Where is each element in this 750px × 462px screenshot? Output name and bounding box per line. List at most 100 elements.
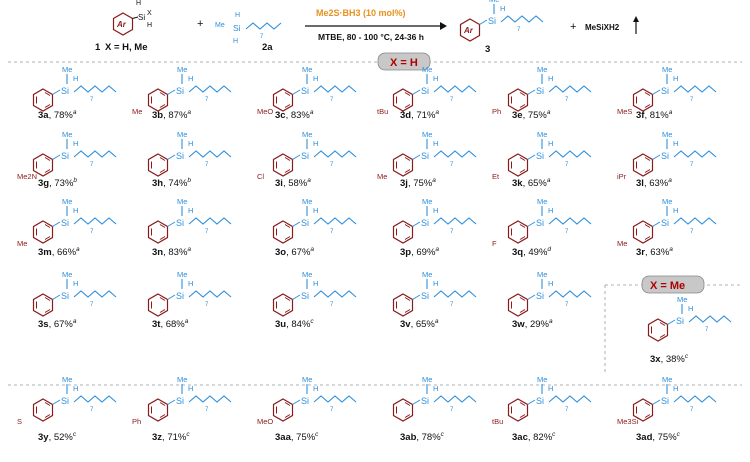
substituent-label: S	[17, 417, 22, 426]
silyl-octyl-chain	[60, 269, 117, 309]
section-header-x-h: X = H	[8, 52, 742, 71]
compound-label-3l: 3l, 63%a	[636, 177, 672, 189]
compound-3ac: tBu	[492, 374, 592, 426]
compound-label-3p: 3p, 69%a	[400, 246, 439, 258]
compound-3t	[147, 269, 232, 317]
aryl-ring-icon	[507, 293, 529, 317]
compound-3f: MeS	[617, 64, 717, 116]
aryl-ring-icon	[392, 220, 414, 244]
compound-label-3ad: 3ad, 75%c	[636, 431, 681, 443]
substituent-label: Me	[132, 107, 142, 116]
compound-3s	[32, 269, 117, 317]
compound-3d: tBu	[377, 64, 477, 116]
svg-text:H: H	[235, 12, 240, 19]
substituent-label: tBu	[377, 107, 388, 116]
silyl-octyl-chain	[660, 374, 717, 414]
compound-3c: MeO	[257, 64, 357, 116]
silyl-octyl-chain	[535, 269, 592, 309]
compound-3z: Ph	[132, 374, 232, 426]
silyl-octyl-chain	[300, 196, 357, 236]
section-x-h-label: X = H	[390, 57, 418, 69]
byproduct-text: MeSiXH2	[585, 23, 620, 32]
aryl-ring-icon	[32, 293, 54, 317]
compound-3g: Me2N	[17, 129, 117, 181]
substituent-label: Me	[377, 172, 387, 181]
svg-text:X: X	[147, 10, 152, 17]
compound-label-3w: 3w, 29%a	[512, 318, 553, 330]
reaction-scheme: Ar Si H X H 1 X = H, Me + Si H Me H 7 2a…	[95, 0, 639, 55]
compound-label-3y: 3y, 52%c	[38, 431, 77, 443]
aryl-ring-icon	[32, 220, 54, 244]
compound-3x	[647, 294, 732, 342]
silyl-octyl-chain	[175, 374, 232, 414]
compound-3w	[507, 269, 592, 317]
substituent-label: MeO	[257, 417, 273, 426]
product-3-label: 3	[485, 44, 490, 55]
aryl-ring-icon	[32, 88, 54, 112]
plus-sign-2: +	[570, 21, 576, 33]
reactant-2a-structure: Si H Me H 7	[215, 12, 282, 45]
compound-label-3s: 3s, 67%a	[38, 318, 77, 330]
svg-text:Si: Si	[138, 13, 145, 22]
compound-label-3a: 3a, 78%a	[38, 109, 77, 121]
aryl-ring-icon	[272, 293, 294, 317]
compound-3m: Me	[17, 196, 117, 248]
silyl-octyl-chain	[675, 294, 732, 334]
aryl-ring-icon	[507, 220, 529, 244]
substituent-label: Me3Si	[617, 417, 639, 426]
silyl-octyl-chain	[175, 269, 232, 309]
compound-3h	[147, 129, 232, 177]
substituent-label: F	[492, 239, 497, 248]
silyl-octyl-chain	[660, 196, 717, 236]
compound-label-3r: 3r, 63%a	[636, 246, 673, 258]
compound-label-3k: 3k, 65%a	[512, 177, 551, 189]
aryl-ring-icon	[632, 153, 654, 177]
silyl-octyl-chain	[535, 374, 592, 414]
substituent-label: Ph	[492, 107, 501, 116]
aryl-ring-icon	[392, 293, 414, 317]
aryl-ring-icon	[507, 153, 529, 177]
compound-label-3u: 3u, 84%c	[275, 318, 314, 330]
aryl-ring-icon	[632, 88, 654, 112]
silyl-octyl-chain	[535, 196, 592, 236]
compound-label-3h: 3h, 74%b	[152, 177, 191, 189]
substituent-label: MeO	[257, 107, 273, 116]
conditions-text: MTBE, 80 - 100 °C, 24-36 h	[318, 32, 424, 42]
reactant-2a-label: 2a	[262, 42, 273, 53]
silyl-octyl-chain	[300, 269, 357, 309]
silyl-octyl-chain	[300, 129, 357, 169]
compound-3k: Et	[492, 129, 592, 181]
compound-label-3i: 3i, 58%a	[275, 177, 311, 189]
silyl-octyl-chain	[660, 64, 717, 104]
compound-label-3n: 3n, 83%a	[152, 246, 191, 258]
section-x-me-label: X = Me	[650, 280, 685, 292]
reactant-1-condition: X = H, Me	[105, 42, 148, 53]
compound-label-3v: 3v, 65%a	[400, 318, 439, 330]
silyl-octyl-chain	[420, 374, 477, 414]
compound-label-3b: 3b, 87%a	[152, 109, 191, 121]
silyl-octyl-chain	[60, 64, 117, 104]
section-header-x-me: X = Me	[604, 275, 742, 375]
compound-3n	[147, 196, 232, 244]
aryl-ring-icon	[32, 398, 54, 422]
substituent-label: Me	[617, 239, 627, 248]
svg-text:H: H	[147, 22, 152, 29]
substituent-label: Me	[17, 239, 27, 248]
aryl-ring-icon	[647, 318, 669, 342]
compound-3ad: Me3Si	[617, 374, 717, 426]
silyl-octyl-chain	[420, 269, 477, 309]
compound-label-3j: 3j, 75%a	[400, 177, 436, 189]
silyl-octyl-chain	[420, 129, 477, 169]
substituent-label: Me2N	[17, 172, 37, 181]
silyl-octyl-chain	[420, 64, 477, 104]
compound-3u	[272, 269, 357, 317]
compound-label-3ac: 3ac, 82%c	[512, 431, 556, 443]
silyl-octyl-chain	[175, 196, 232, 236]
svg-text:Si: Si	[233, 23, 241, 33]
reaction-arrow-head	[440, 22, 447, 30]
compound-3ab	[392, 374, 477, 422]
silyl-octyl-chain	[300, 374, 357, 414]
svg-text:H: H	[136, 0, 141, 7]
